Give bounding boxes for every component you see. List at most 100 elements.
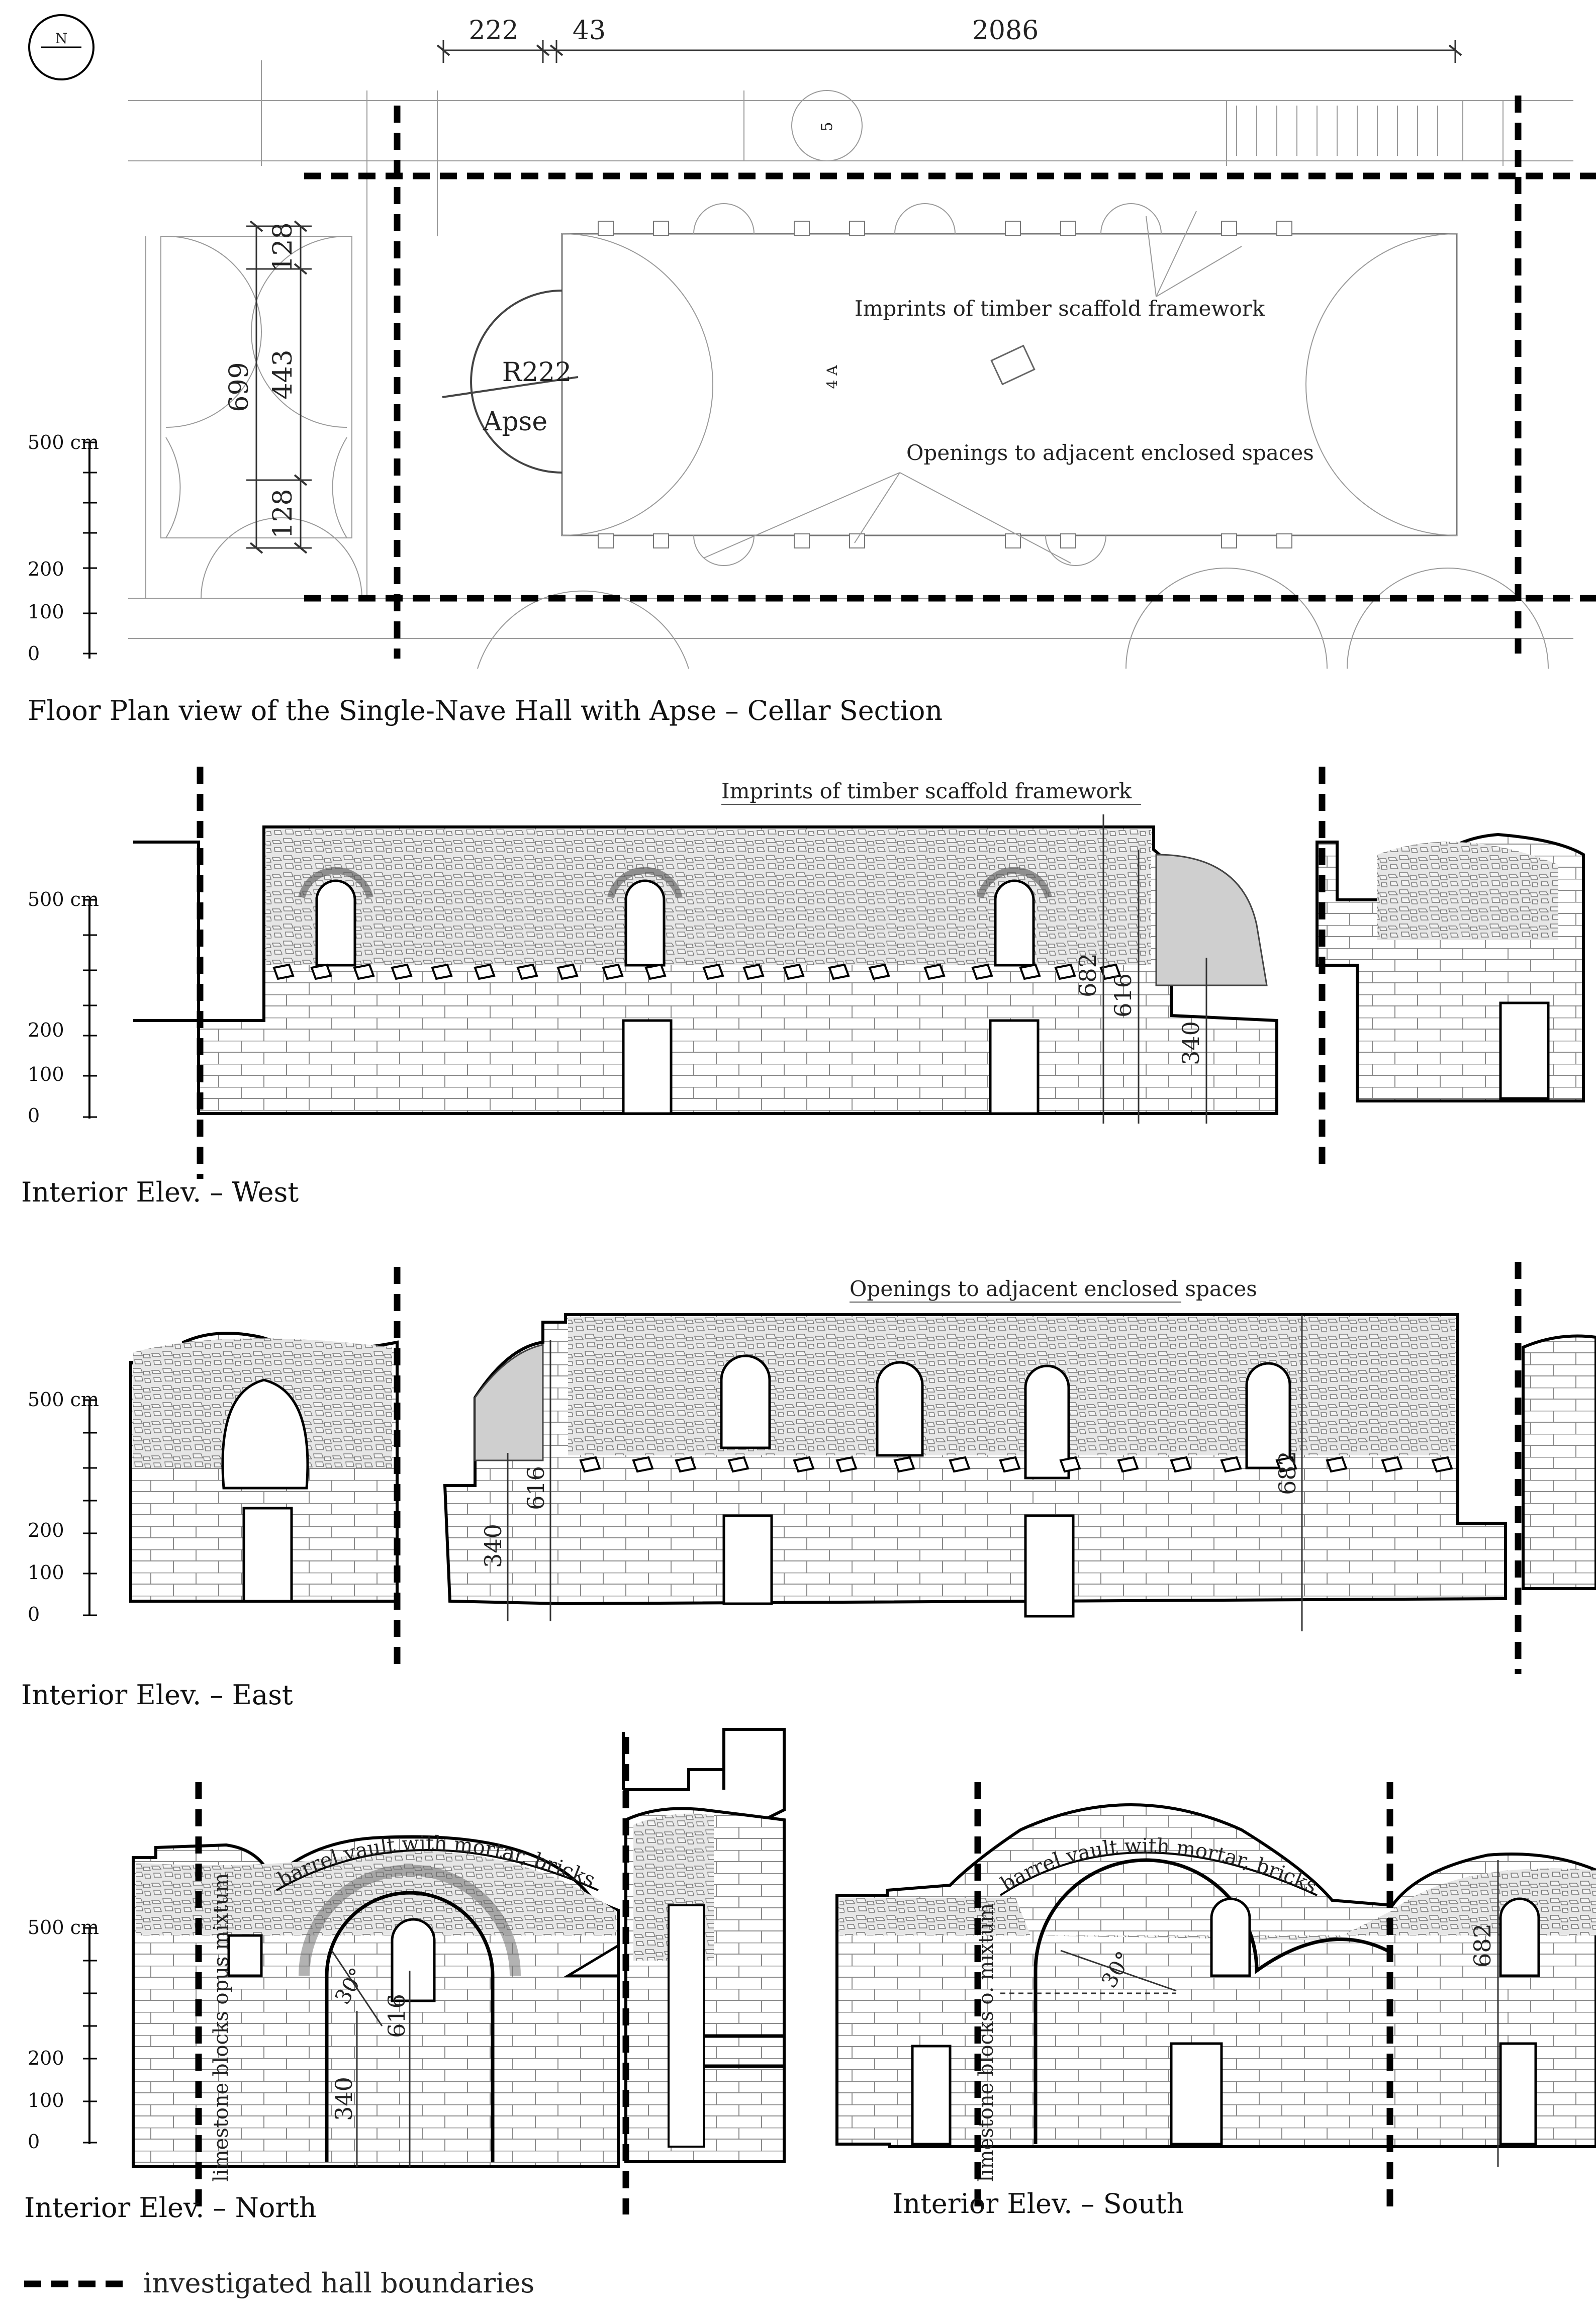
north-upper-structure	[622, 1728, 786, 1821]
east-left-door	[242, 1507, 293, 1603]
hall-pilasters	[598, 221, 1292, 548]
west-scale-200: 200	[28, 1019, 64, 1041]
south-dim-682: 682	[1469, 1923, 1496, 1968]
west-window-1	[315, 879, 356, 967]
plan-background-lines: 5	[128, 60, 1573, 669]
openings-leaders	[703, 472, 1071, 564]
west-caption: Interior Elev. – West	[21, 1176, 299, 1208]
west-scale-500: 500 cm	[28, 888, 99, 910]
east-window-4	[1245, 1362, 1291, 1469]
east-scale-0: 0	[28, 1603, 40, 1625]
east-dim-682: 682	[1274, 1451, 1301, 1495]
north-dim-616: 616	[383, 1994, 410, 2038]
east-dimensions: 340 616 682	[480, 1315, 1303, 1631]
south-rubble-band	[839, 1868, 1596, 1941]
north-scale-500: 500 cm	[28, 1916, 99, 1938]
east-door-1	[722, 1514, 773, 1605]
dim-128-top: 128	[268, 222, 298, 272]
plan-scale-0: 0	[28, 642, 40, 665]
west-elevation: 682 616 340 Imprints of timber scaffold …	[28, 767, 1585, 1179]
dim-443: 443	[268, 349, 298, 399]
west-dim-682: 682	[1074, 953, 1101, 997]
dim-43: 43	[573, 16, 606, 46]
plan-imprints-label: Imprints of timber scaffold framework	[855, 296, 1265, 321]
west-door-2	[989, 1019, 1040, 1115]
west-door-1	[622, 1019, 673, 1115]
plan-scale-200: 200	[28, 558, 64, 580]
west-dim-340: 340	[1177, 1021, 1204, 1065]
apse-label: Apse	[483, 407, 547, 437]
east-door-2	[1024, 1514, 1075, 1618]
north-window	[391, 1918, 436, 2002]
hall-east-vault-arc	[1305, 233, 1457, 536]
west-right-rubble	[1377, 842, 1558, 940]
east-window-2	[876, 1361, 924, 1457]
east-vault-stub	[474, 1344, 544, 1461]
west-vault-stub	[1155, 854, 1268, 986]
plan-dimension-top: 222 43 2086	[436, 16, 1462, 63]
south-window-2	[1499, 1897, 1540, 1977]
west-rubble-band	[266, 829, 1151, 965]
west-scale-0: 0	[28, 1104, 40, 1127]
room-4a-label: 4 A	[824, 365, 840, 389]
north-label: N	[55, 30, 68, 47]
plan-imprint-block	[990, 344, 1036, 386]
north-scale-100: 100	[28, 2089, 64, 2111]
south-caption: Interior Elev. – South	[892, 2188, 1184, 2220]
plan-scale-500: 500 cm	[28, 431, 99, 453]
north-blocks-label: limestone blocks opus mixtum	[210, 1873, 233, 2182]
east-scale-200: 200	[28, 1519, 64, 1541]
west-window-3	[994, 879, 1035, 967]
south-vault-arch	[1034, 1858, 1388, 2144]
north-scale-bar: 500 cm 200 100 0	[28, 1916, 99, 2153]
floor-plan: 5 4 A R222 Apse Imprints of timber sca	[28, 16, 1596, 669]
east-window-3	[1024, 1364, 1070, 1480]
west-dim-616: 616	[1109, 973, 1137, 1018]
west-imprints-label: Imprints of timber scaffold framework	[721, 779, 1132, 803]
south-door-1	[911, 2045, 952, 2146]
east-rubble-band	[568, 1317, 1455, 1455]
hall-outline	[561, 233, 1458, 536]
east-putlog-holes	[579, 1456, 1453, 1473]
east-dim-340: 340	[480, 1524, 507, 1568]
east-scale-500: 500 cm	[28, 1389, 99, 1411]
east-elevation: 340 616 682 Openings to adjacent enclose…	[28, 1262, 1596, 1674]
dim-128-bottom: 128	[268, 489, 298, 538]
north-scale-0: 0	[28, 2131, 40, 2153]
east-scale-bar: 500 cm 200 100 0	[28, 1389, 99, 1625]
north-side-openings	[227, 1934, 620, 1977]
east-windows	[720, 1354, 1291, 1480]
plan-dimension-left: 699 128 443 128	[224, 220, 312, 554]
room-5-label: 5	[818, 122, 836, 131]
east-dim-616: 616	[522, 1466, 549, 1510]
west-scale-bar: 500 cm 200 100 0	[28, 888, 99, 1127]
apse-radius-label: R222	[502, 357, 572, 388]
north-scale-200: 200	[28, 2047, 64, 2069]
west-window-2	[624, 879, 666, 967]
plan-scale-100: 100	[28, 601, 64, 623]
north-arrow: N	[28, 14, 95, 80]
opening-arcs	[693, 203, 1162, 566]
floor-plan-caption: Floor Plan view of the Single-Nave Hall …	[28, 695, 943, 726]
apse-arc	[470, 290, 562, 474]
north-arch-voussoirs	[299, 1865, 521, 1976]
north-dimensions: 30° 340 616	[330, 1950, 411, 2167]
dim-222: 222	[468, 16, 518, 46]
west-scale-100: 100	[28, 1063, 64, 1085]
west-door-3	[1499, 1001, 1550, 1100]
west-dimensions: 682 616 340	[1074, 814, 1207, 1124]
imprints-leaders	[1146, 211, 1242, 297]
east-left-opening	[221, 1378, 309, 1490]
hall-west-vault-arc	[561, 233, 713, 536]
north-right-ledges	[704, 2034, 784, 2068]
east-openings-label: Openings to adjacent enclosed spaces	[850, 1276, 1257, 1301]
north-right-opening	[668, 1904, 705, 2148]
west-windows	[298, 867, 1052, 967]
apse-radius-line	[442, 376, 579, 398]
south-window-1	[1210, 1897, 1251, 1977]
south-door-3	[1499, 2042, 1537, 2146]
legend-label: investigated hall boundaries	[143, 2267, 534, 2299]
north-dim-340: 340	[330, 2077, 357, 2121]
south-door-2	[1170, 2042, 1223, 2146]
